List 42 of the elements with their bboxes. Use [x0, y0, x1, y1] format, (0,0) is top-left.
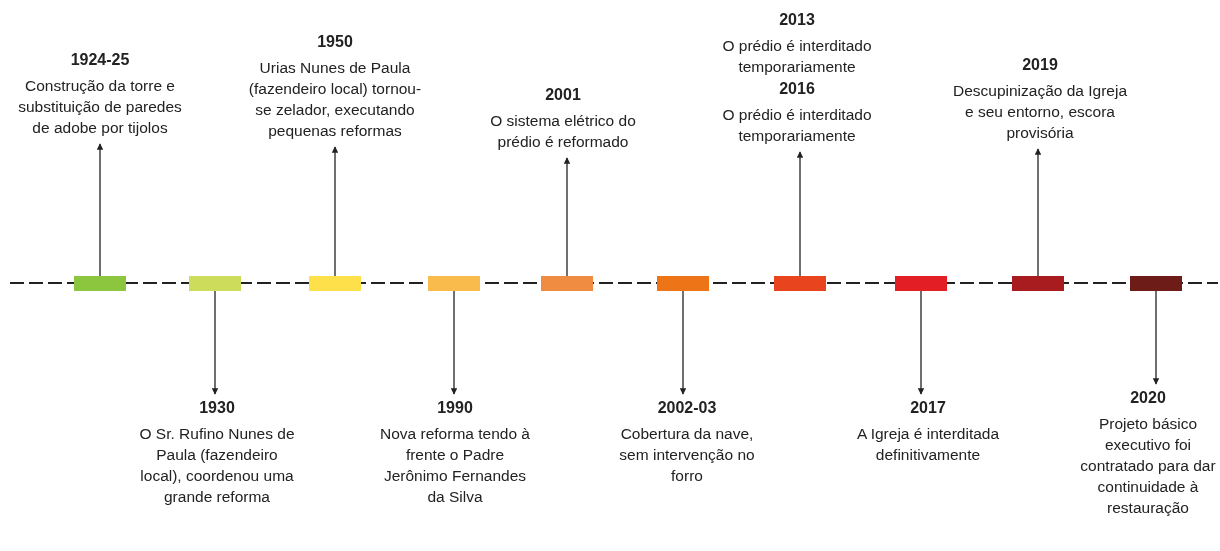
event-description: O prédio é interditado temporariamente: [721, 105, 873, 146]
arrow: [917, 290, 925, 395]
arrow: [679, 290, 687, 395]
event-description: Construção da torre e substituição de paredes de adobe por tijolos: [17, 76, 183, 138]
event-description: O prédio é interditado temporariamente: [721, 36, 873, 77]
event-description: A Igreja é interditada definitivamente: [855, 424, 1001, 465]
year-label: 2017: [910, 398, 946, 417]
timeline-marker: [74, 276, 126, 291]
year-label: 2013: [779, 10, 815, 29]
timeline-marker: [1130, 276, 1182, 291]
year-label: 1924-25: [70, 50, 130, 69]
timeline-marker: [428, 276, 480, 291]
year-label: 2020: [1130, 388, 1166, 407]
year-label: 1990: [437, 398, 473, 417]
event-description: O sistema elétrico do prédio é reformado: [489, 111, 637, 152]
timeline-marker: [1012, 276, 1064, 291]
event-description: O Sr. Rufino Nunes de Paula (fazendeiro local), coordenou uma grande reforma: [138, 424, 296, 507]
arrow: [211, 290, 219, 395]
arrow: [796, 151, 804, 277]
timeline-marker: [189, 276, 241, 291]
event-description: Projeto básico executivo foi contratado para dar continuidade à restauração: [1079, 414, 1217, 518]
arrow: [1152, 290, 1160, 385]
event-description: Urias Nunes de Paula (fazendeiro local) tornou-se zelador, executando pequenas reformas: [247, 58, 423, 141]
arrow: [563, 157, 571, 277]
year-label: 2001: [545, 85, 581, 104]
arrow: [96, 143, 104, 277]
timeline-marker: [309, 276, 361, 291]
arrow: [450, 290, 458, 395]
timeline-marker: [774, 276, 826, 291]
event-description: Nova reforma tendo à frente o Padre Jerônimo Fernandes da Silva: [379, 424, 531, 507]
year-label: 2019: [1022, 55, 1058, 74]
timeline-marker: [895, 276, 947, 291]
event-description: Descupinização da Igreja e seu entorno, escora provisória: [951, 81, 1129, 143]
arrow: [331, 146, 339, 277]
year-label: 2016: [779, 79, 815, 98]
timeline-marker: [541, 276, 593, 291]
arrow: [1034, 148, 1042, 277]
timeline-marker: [657, 276, 709, 291]
year-label: 2002-03: [657, 398, 717, 417]
event-description: Cobertura da nave, sem intervenção no forro: [618, 424, 756, 486]
year-label: 1930: [199, 398, 235, 417]
year-label: 1950: [317, 32, 353, 51]
